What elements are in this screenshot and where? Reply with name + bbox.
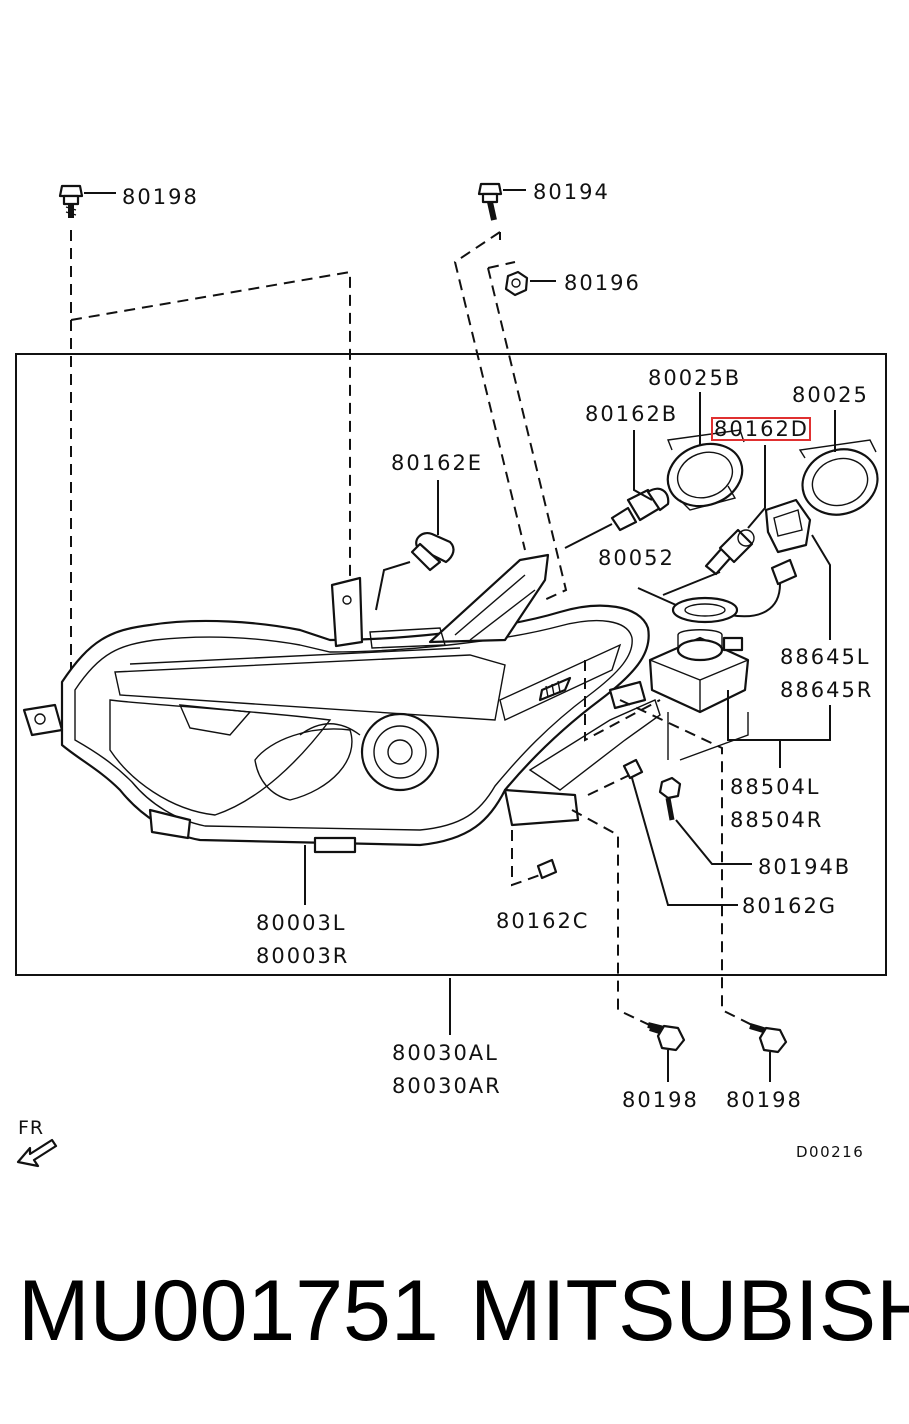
- callout-80162G: 80162G: [742, 894, 837, 918]
- diagram-code: D00216: [796, 1143, 864, 1161]
- callout-80162E: 80162E: [391, 451, 483, 475]
- callout-80030AR: 80030AR: [392, 1074, 502, 1098]
- callout-80198-bottom-left: 80198: [622, 1088, 699, 1112]
- retaining-ring-80025B-icon: [666, 429, 745, 511]
- callout-88645R: 88645R: [780, 678, 873, 702]
- callout-80025: 80025: [792, 383, 869, 407]
- callout-80198-bottom-right: 80198: [726, 1088, 803, 1112]
- bolt-80194-icon: [477, 182, 503, 221]
- igniter-88645-icon: [699, 498, 812, 618]
- callout-80194: 80194: [533, 180, 610, 204]
- callout-80198-top: 80198: [122, 185, 199, 209]
- callout-80030AL: 80030AL: [392, 1041, 499, 1065]
- callout-80162B: 80162B: [585, 402, 678, 426]
- clip-80162G-icon: [622, 758, 644, 780]
- bolt-80198-top-icon: [58, 184, 84, 218]
- callout-88504L: 88504L: [730, 775, 821, 799]
- front-direction-label: FR: [18, 1117, 44, 1139]
- callout-88504R: 88504R: [730, 808, 823, 832]
- callout-88645L: 88645L: [780, 645, 871, 669]
- headlamp-housing-80003: [22, 553, 661, 854]
- bolt-80198-bottom-right-icon: [749, 1023, 788, 1054]
- gasket-80052-icon: [671, 596, 739, 624]
- callout-80196: 80196: [564, 271, 641, 295]
- callout-80162C: 80162C: [496, 909, 589, 933]
- retaining-ring-80025-icon: [798, 439, 879, 516]
- ballast-88504-icon: [648, 629, 750, 714]
- bulb-80162B-icon: [610, 487, 670, 532]
- callout-80003L: 80003L: [256, 911, 347, 935]
- nut-80196-icon: [504, 270, 529, 297]
- screw-80194B-icon: [658, 776, 682, 821]
- brand-name: MITSUBISHI: [470, 1263, 909, 1359]
- clip-80162C-icon: [536, 858, 558, 880]
- assembly-frame: [15, 353, 887, 976]
- front-direction-arrow-icon: [16, 1138, 58, 1168]
- highlight-box-80162D: [711, 417, 811, 441]
- callout-80162D: 80162D: [714, 417, 809, 441]
- bolt-80198-bottom-left-icon: [647, 1022, 686, 1052]
- hid-bulb-80162D-icon: [704, 528, 755, 576]
- callout-80194B: 80194B: [758, 855, 851, 879]
- callout-80003R: 80003R: [256, 944, 349, 968]
- part-number: MU001751: [18, 1263, 439, 1359]
- callout-80025B: 80025B: [648, 366, 741, 390]
- callout-80052: 80052: [598, 546, 675, 570]
- bulb-80162E-icon: [410, 532, 455, 572]
